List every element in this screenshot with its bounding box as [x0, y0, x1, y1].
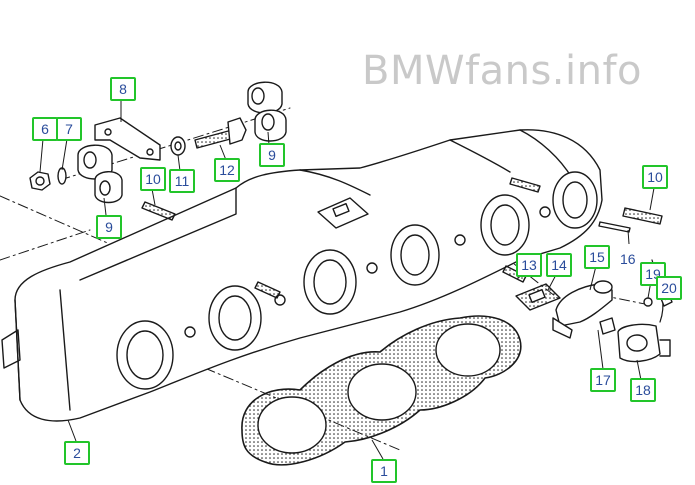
part-callout-1[interactable]: 1 [371, 459, 397, 483]
part-callout-7[interactable]: 7 [56, 117, 82, 141]
part-callout-10-right[interactable]: 10 [642, 165, 668, 189]
part-callout-12[interactable]: 12 [214, 158, 240, 182]
manifold-gasket [241, 315, 522, 466]
valve-gasket [515, 283, 561, 311]
part-callout-15[interactable]: 15 [584, 245, 610, 269]
part-callout-6[interactable]: 6 [32, 117, 58, 141]
mounting-bracket [94, 117, 161, 161]
washer-11 [170, 136, 186, 156]
part-callout-14[interactable]: 14 [546, 253, 572, 277]
part-callout-2[interactable]: 2 [64, 441, 90, 465]
part-callout-17[interactable]: 17 [590, 368, 616, 392]
bolt-12 [194, 117, 247, 149]
part-callout-9-bottom[interactable]: 9 [96, 215, 122, 239]
idle-valve-18 [599, 317, 671, 363]
part-callout-20[interactable]: 20 [656, 276, 682, 300]
stud-10-left [141, 201, 176, 221]
watermark: BMWfans.info [362, 48, 643, 94]
part-callout-10-left[interactable]: 10 [140, 167, 166, 191]
part-callout-8[interactable]: 8 [110, 77, 136, 101]
part-callout-18[interactable]: 18 [630, 378, 656, 402]
rubber-mount [77, 81, 287, 204]
valve-housing-15 [552, 280, 613, 339]
stud-10-right [598, 207, 663, 233]
part-label-16[interactable]: 16 [620, 251, 636, 267]
studs-top [254, 177, 541, 299]
part-callout-11[interactable]: 11 [169, 169, 195, 193]
intake-manifold [1, 129, 603, 422]
part-callout-9-top[interactable]: 9 [259, 143, 285, 167]
part-callout-13[interactable]: 13 [516, 253, 542, 277]
nut-and-washer [29, 167, 67, 191]
